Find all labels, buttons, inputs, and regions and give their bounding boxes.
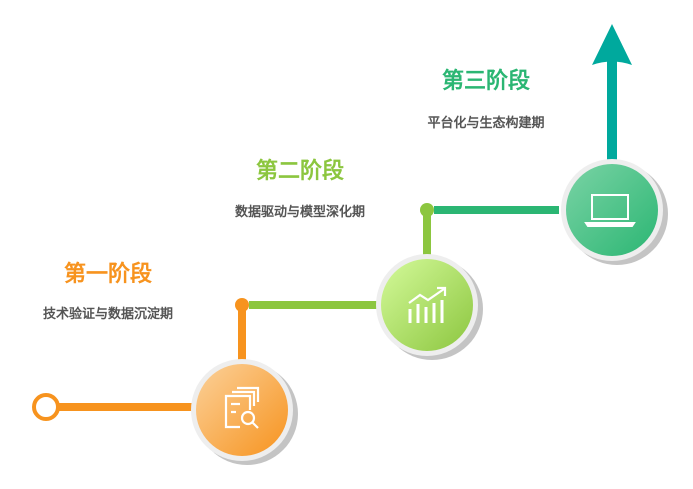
connector-line: [423, 210, 431, 265]
connector-line: [58, 403, 193, 411]
growth-chart-icon: [408, 286, 447, 323]
stage-3-node: [561, 159, 668, 265]
stage-2-node: [376, 254, 483, 360]
stage-1-node: [191, 359, 298, 465]
connector-line: [249, 301, 377, 309]
stage-3-title: 第三阶段: [441, 69, 530, 94]
document-search-icon: [224, 386, 260, 429]
connector-line: [434, 206, 559, 214]
stage-2-title: 第二阶段: [255, 159, 344, 184]
junction-dot: [235, 298, 249, 312]
connector-line: [238, 305, 246, 360]
start-node: [32, 393, 60, 421]
junction-dot: [420, 203, 434, 217]
arrow-head-icon: [592, 24, 632, 65]
stage-1-title: 第一阶段: [63, 262, 152, 287]
stage-1-subtitle: 技术验证与数据沉淀期: [42, 307, 173, 322]
stage-2-subtitle: 数据驱动与模型深化期: [234, 205, 365, 220]
stage-3-subtitle: 平台化与生态构建期: [427, 116, 545, 131]
arrow-shaft: [607, 60, 617, 160]
laptop-icon: [584, 194, 636, 227]
